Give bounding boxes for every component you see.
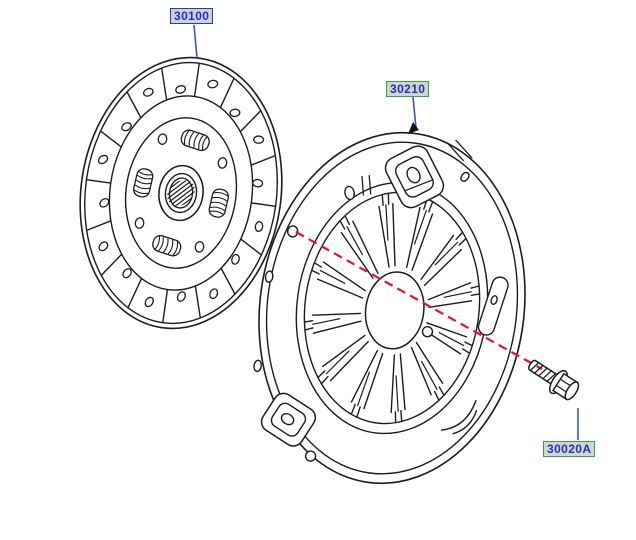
- clutch-cover-drawing: [253, 131, 526, 485]
- part-label-30020A[interactable]: 30020A: [543, 441, 596, 457]
- bolt-drawing: [528, 359, 580, 401]
- part-label-30100[interactable]: 30100: [170, 8, 214, 24]
- leader-lines: [193, 24, 579, 440]
- bolt-axis-dashed-line: [295, 231, 543, 370]
- clutch-disc-drawing: [79, 56, 283, 330]
- part-label-30210[interactable]: 30210: [386, 81, 430, 97]
